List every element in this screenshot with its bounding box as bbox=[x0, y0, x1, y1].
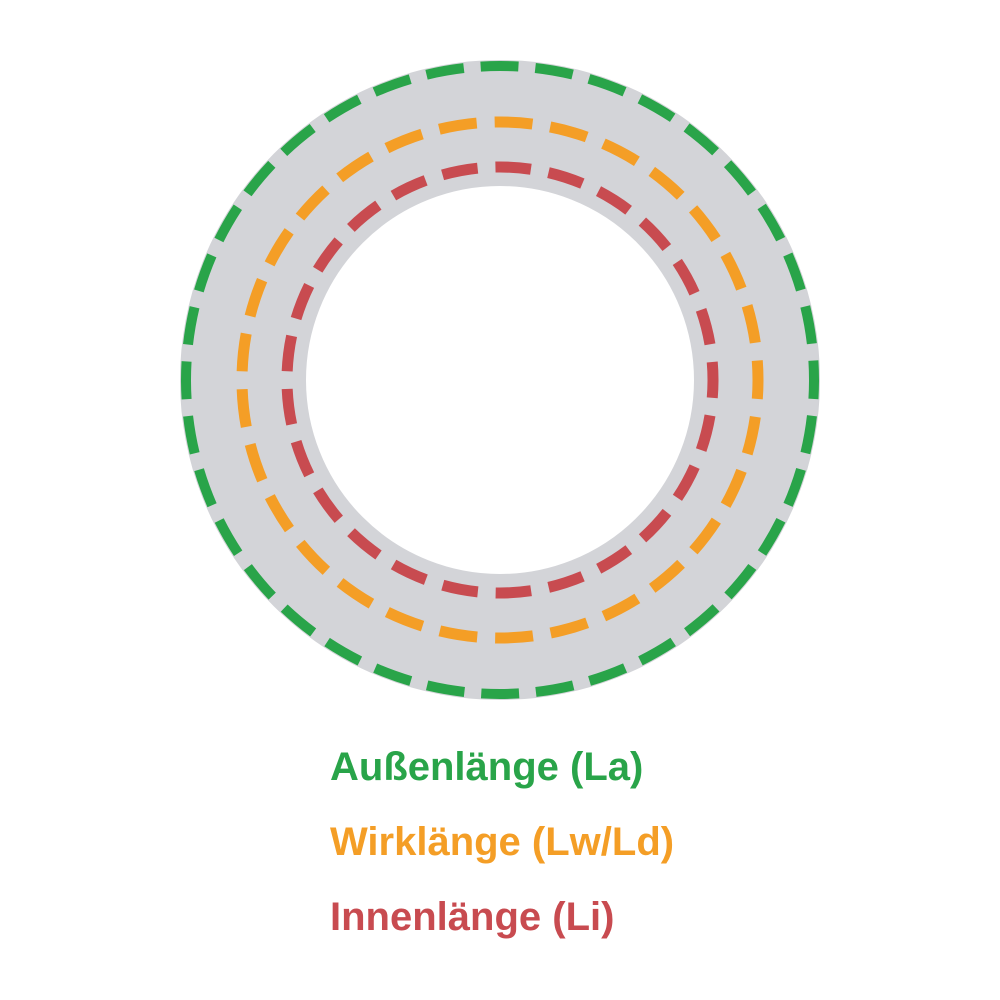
legend-label-effective-length: Wirklänge (Lw/Ld) bbox=[330, 820, 675, 864]
belt-diagram-svg bbox=[180, 60, 820, 700]
effective-length-circle bbox=[236, 116, 764, 644]
outer-length-circle bbox=[181, 61, 819, 699]
legend-label-outer-length: Außenlänge (La) bbox=[330, 745, 644, 789]
legend-label-inner-length: Innenlänge (Li) bbox=[330, 895, 615, 939]
inner-length-circle bbox=[281, 161, 719, 599]
